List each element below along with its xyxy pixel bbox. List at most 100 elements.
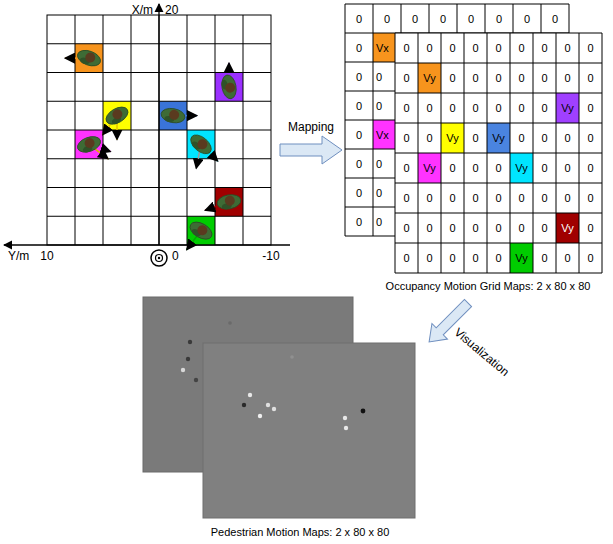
grid-cell: 0	[541, 4, 569, 33]
grid-cell: 0	[441, 183, 464, 213]
axis-tick: 0	[172, 249, 179, 263]
pedestrian-figure	[75, 134, 102, 155]
grid-cell: 0	[533, 153, 556, 183]
grid-line	[395, 213, 602, 214]
grid-cell: 0	[373, 207, 395, 236]
axis-tick: -10	[262, 249, 279, 263]
grid-cell: 0	[418, 123, 441, 153]
grid-cell: 0	[395, 183, 418, 213]
grid-cell: 0	[487, 63, 510, 93]
axis-label: Y/m	[8, 249, 29, 263]
arrow-label: Visualization	[452, 325, 513, 379]
vy-cell	[510, 153, 533, 183]
occupied-cell	[215, 73, 243, 102]
grid-cell: 0	[579, 243, 602, 273]
grid-cell: 0	[556, 243, 579, 273]
occupied-cell	[159, 101, 187, 130]
grid-cell: 0	[395, 123, 418, 153]
grid-cell: 0	[487, 243, 510, 273]
grid-cell: 0	[556, 183, 579, 213]
grid-line	[395, 33, 602, 34]
grid-line	[395, 153, 602, 154]
occupied-cell	[187, 216, 215, 245]
grid-line	[395, 123, 602, 124]
grid-cell: 0	[418, 93, 441, 123]
grid-ground	[395, 33, 602, 273]
grid-cell: 0	[556, 153, 579, 183]
grid-cell: Vy	[418, 63, 441, 93]
grid-cell: 0	[345, 207, 373, 236]
grid-cell: 0	[373, 149, 395, 178]
pedestrian-figure	[103, 104, 131, 128]
pedestrians	[65, 47, 242, 249]
grid-cell: 0	[487, 93, 510, 123]
pedestrian-figure	[216, 193, 242, 211]
grid-line	[395, 243, 602, 244]
vy-cell	[487, 123, 510, 153]
grid-cell: 0	[510, 33, 533, 63]
grid-cell: 0	[579, 63, 602, 93]
grid-cell: 0	[485, 4, 513, 33]
grid-cell: 0	[579, 183, 602, 213]
grid-cell: 0	[345, 33, 373, 62]
grid-cell: 0	[556, 123, 579, 153]
grid-cell: Vy	[441, 123, 464, 153]
grid-cell: 0	[464, 213, 487, 243]
grid-cell: 0	[345, 91, 373, 120]
caption: Occupancy Motion Grid Maps: 2 x 80 x 80	[386, 280, 591, 293]
vy-cell	[418, 63, 441, 93]
occupied-cell	[75, 130, 103, 159]
grid-cell: 0	[373, 178, 395, 207]
grid-cell: Vx	[373, 120, 395, 149]
pedestrian-figure	[187, 219, 215, 243]
grid-line	[395, 273, 602, 274]
grid-line	[243, 15, 244, 245]
pedestrian-figure	[160, 107, 186, 125]
grid-cell: 0	[418, 33, 441, 63]
axis-tick: 20	[165, 3, 178, 17]
grid-cell: 0	[418, 243, 441, 273]
grid-cell: 0	[533, 123, 556, 153]
grid-cell: 0	[510, 213, 533, 243]
grid-cell: 0	[345, 120, 373, 149]
grid-cell: 0	[441, 213, 464, 243]
grid-cell: 0	[441, 63, 464, 93]
grid-cell: 0	[464, 243, 487, 273]
pedestrian-figure	[187, 131, 214, 157]
grid-cell: 0	[579, 153, 602, 183]
grid-cell: 0	[464, 63, 487, 93]
grid-cell: 0	[487, 213, 510, 243]
grid-line	[395, 183, 602, 184]
grid-cell: 0	[556, 33, 579, 63]
grid-cell: 0	[345, 62, 373, 91]
grid-cell: 0	[373, 91, 395, 120]
axis-tick: 10	[40, 249, 53, 263]
grid-cell: Vx	[373, 33, 395, 62]
pedestrian-figure	[220, 74, 238, 100]
grid-cell: 0	[533, 63, 556, 93]
vy-cell	[441, 123, 464, 153]
grid-cell: 0	[464, 93, 487, 123]
grid-cell: 0	[373, 4, 401, 33]
grid-cell: 0	[556, 63, 579, 93]
grid-cell: 0	[401, 4, 429, 33]
grid-cell: 0	[533, 33, 556, 63]
grid-cell: 0	[487, 33, 510, 63]
grid-cell: Vy	[556, 93, 579, 123]
front-grid-map	[395, 33, 602, 273]
occupied-cell	[75, 44, 103, 73]
grid-cell: 0	[345, 178, 373, 207]
grid-cell: 0	[464, 123, 487, 153]
y-axis	[4, 244, 290, 245]
vy-cell	[556, 213, 579, 243]
grid-cell: 0	[395, 33, 418, 63]
grid-cell: 0	[533, 243, 556, 273]
grid-cell: 0	[373, 62, 395, 91]
grid-line	[187, 15, 188, 245]
grid-line	[395, 93, 602, 94]
pedestrian-figure	[75, 47, 102, 68]
grid-cell: 0	[345, 4, 373, 33]
grid-cell: 0	[457, 4, 485, 33]
grid-cell: 0	[395, 153, 418, 183]
grid-cell: 0	[395, 243, 418, 273]
